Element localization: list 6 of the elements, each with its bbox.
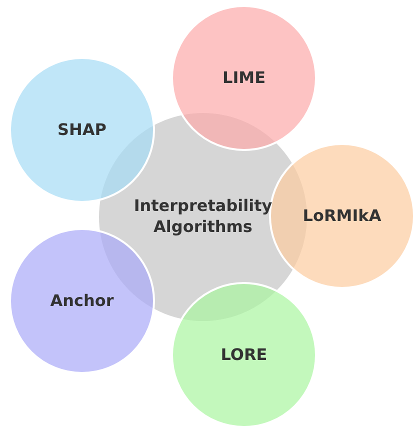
circle-label: Interpretability Algorithms [132, 196, 274, 238]
circle-label: LIME [222, 68, 266, 88]
circle-label: Anchor [50, 290, 114, 312]
circle-label: LoRMIkA [302, 206, 382, 226]
circle-label: SHAP [57, 120, 107, 140]
circle-label: LORE [220, 344, 268, 366]
